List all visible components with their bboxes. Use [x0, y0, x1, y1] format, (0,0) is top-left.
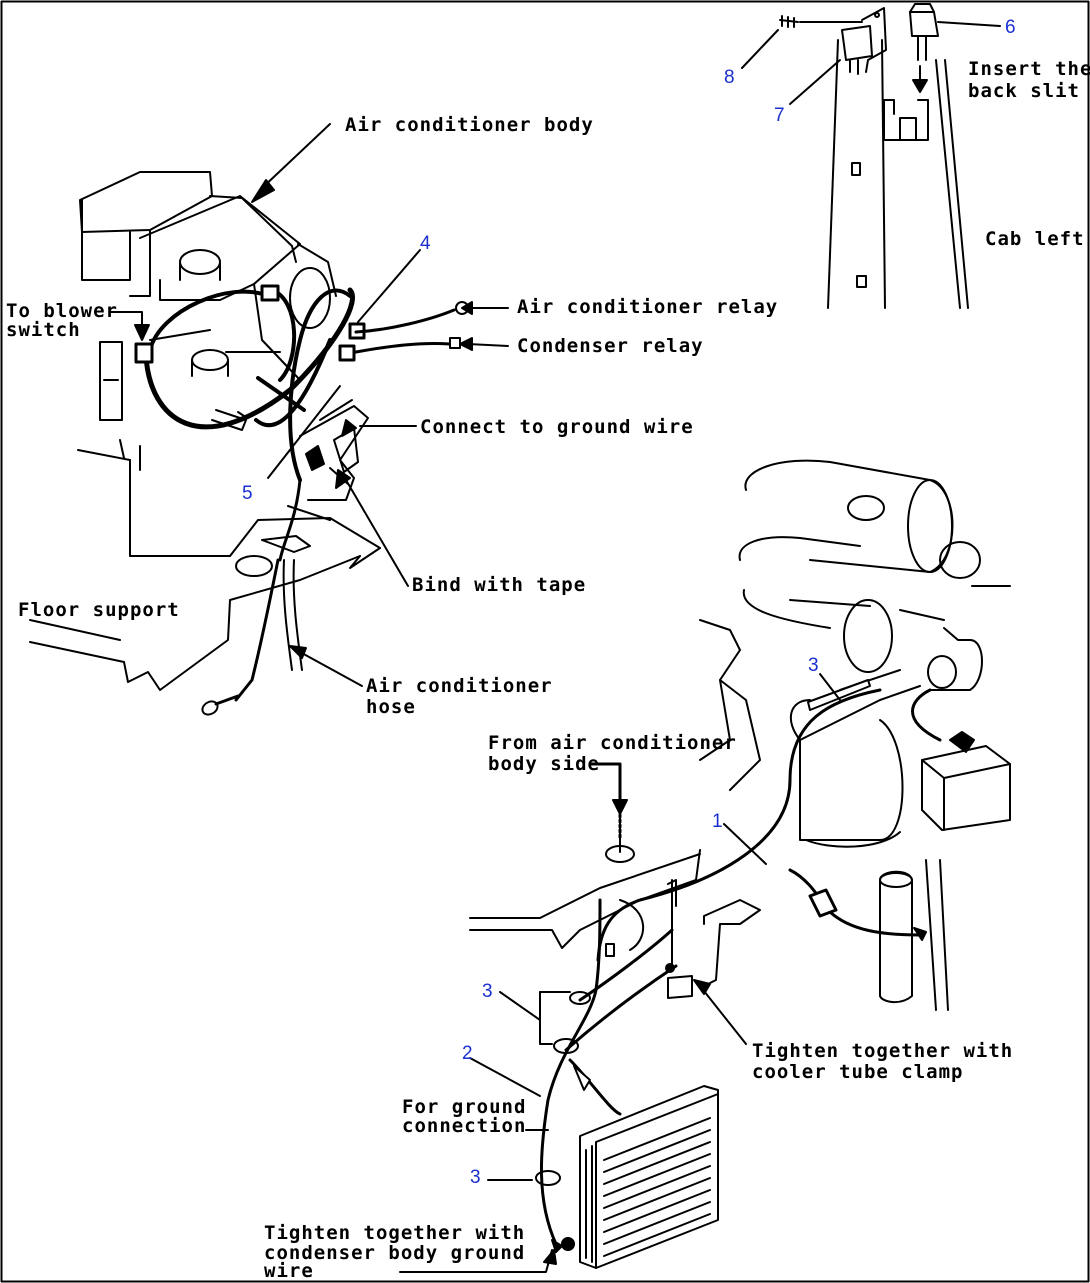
part-number-8: 8: [724, 67, 735, 88]
part-number-4: 4: [420, 233, 431, 254]
label-floor-support: Floor support: [18, 599, 180, 621]
label-tighten-cooler-tube-clamp-line2: cooler tube clamp: [752, 1061, 964, 1083]
part-number-3-clamp-lower: 3: [470, 1167, 481, 1188]
part-number-5: 5: [242, 483, 253, 504]
part-number-3-clamp-upper: 3: [482, 981, 493, 1002]
part-number-3-engine: 3: [808, 655, 819, 676]
label-cab-left: Cab left: [985, 228, 1085, 250]
label-air-conditioner-body: Air conditioner body: [345, 114, 594, 136]
label-insert-the-back-slit-line1: Insert the: [968, 58, 1090, 80]
label-condenser-relay: Condenser relay: [517, 335, 704, 357]
engine-condenser-assembly: [399, 459, 1011, 1273]
label-from-ac-body-side-line2: body side: [488, 753, 600, 775]
part-number-7: 7: [774, 105, 785, 126]
label-air-conditioner-hose-line1: Air conditioner: [366, 675, 553, 697]
part-number-1: 1: [712, 811, 723, 832]
ac-body-assembly: [29, 123, 509, 716]
label-for-ground-connection-line2: connection: [402, 1115, 527, 1137]
label-air-conditioner-hose-line2: hose: [366, 696, 416, 718]
label-connect-to-ground-wire: Connect to ground wire: [420, 416, 694, 438]
label-insert-the-back-slit-line2: back slit: [968, 80, 1080, 102]
label-tighten-condenser-ground-line2: condenser body ground: [264, 1242, 526, 1264]
label-bind-with-tape: Bind with tape: [412, 574, 587, 596]
label-air-conditioner-relay: Air conditioner relay: [517, 296, 779, 318]
part-number-6: 6: [1005, 17, 1016, 38]
part-number-2: 2: [462, 1043, 473, 1064]
label-tighten-cooler-tube-clamp-line1: Tighten together with: [752, 1040, 1014, 1062]
label-tighten-condenser-ground-line1: Tighten together with: [264, 1222, 526, 1244]
label-for-ground-connection-line1: For ground: [402, 1096, 527, 1118]
label-to-blower-switch-line1: To blower: [6, 300, 118, 322]
label-tighten-condenser-ground-line3: wire: [264, 1260, 314, 1282]
cab-left-inset: [741, 3, 1001, 309]
label-from-ac-body-side-line1: From air conditioner: [488, 732, 737, 754]
label-to-blower-switch-line2: switch: [6, 319, 81, 341]
